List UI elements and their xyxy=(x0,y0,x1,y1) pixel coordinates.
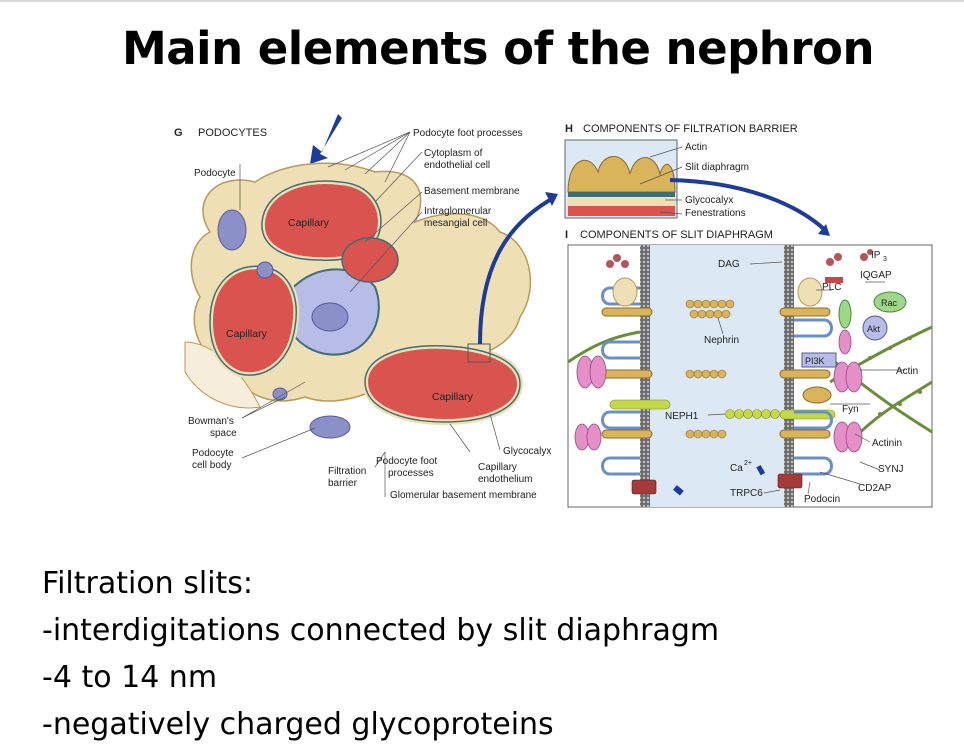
capillary-left xyxy=(206,263,300,379)
capillary-label-right: Capillary xyxy=(432,391,474,403)
label-capillary-endo-2: endothelium xyxy=(478,474,532,485)
nephrin-chains xyxy=(601,299,831,439)
label-h-fenestrations: Fenestrations xyxy=(685,208,746,219)
trpc6-channels xyxy=(631,473,803,495)
label-filtration-2: barrier xyxy=(328,478,358,489)
label-bowmans-2: space xyxy=(210,428,237,439)
label-dag: DAG xyxy=(718,259,740,270)
label-podocyte: Podocyte xyxy=(194,168,236,179)
label-podocin: Podocin xyxy=(804,494,840,505)
label-cd2ap: CD2AP xyxy=(858,483,892,494)
top-rule xyxy=(0,0,964,2)
label-gbm: Glomerular basement membrane xyxy=(390,490,537,501)
akt-protein xyxy=(862,315,888,341)
foot-processes-h xyxy=(567,156,676,193)
nephron-figure: G PODOCYTES Capillary Capillary Capillar… xyxy=(174,114,933,508)
body-line-1: Filtration slits: xyxy=(42,566,254,601)
label-cytoplasm-1: Cytoplasm of xyxy=(424,148,483,159)
podocyte-cell-body xyxy=(217,209,247,251)
plc-protein xyxy=(838,299,852,329)
pi3k-box xyxy=(801,352,837,368)
label-synj: SYNJ xyxy=(878,464,904,475)
label-actinin: Actinin xyxy=(872,438,902,449)
label-ip3-sub: 3 xyxy=(883,256,887,263)
label-mesangial-2: mesangial cell xyxy=(424,218,487,229)
zoom-arrow-1 xyxy=(478,195,556,345)
label-akt: Akt xyxy=(867,324,881,334)
label-podocyte-foot-processes: Podocyte foot processes xyxy=(413,128,523,139)
rac-protein xyxy=(873,291,907,313)
label-ip3: IP xyxy=(871,250,881,261)
label-iqgap: IQGAP xyxy=(860,270,892,281)
body-text: Filtration slits: -interdigitations conn… xyxy=(42,560,719,748)
panel-i-title: COMPONENTS OF SLIT DIAPHRAGM xyxy=(580,229,773,241)
body-line-2: -interdigitations connected by slit diap… xyxy=(42,613,720,648)
filtration-direction-arrow xyxy=(310,114,342,164)
body-line-4: -negatively charged glycoproteins xyxy=(42,707,554,742)
body-line-3: -4 to 14 nm xyxy=(42,660,218,695)
zoom-arrow-2 xyxy=(669,178,827,232)
label-i-actin: Actin xyxy=(896,366,918,377)
label-capillary-endo-1: Capillary xyxy=(478,462,517,473)
label-h-glycocalyx: Glycocalyx xyxy=(685,195,733,206)
label-mesangial-1: Intraglomerular xyxy=(424,206,492,217)
panel-g: G PODOCYTES Capillary Capillary Capillar… xyxy=(174,114,551,501)
panel-h-letter: H xyxy=(565,123,573,135)
label-cytoplasm-2: endothelial cell xyxy=(424,160,490,171)
label-basement-membrane: Basement membrane xyxy=(424,186,520,197)
capillary-label-left: Capillary xyxy=(226,328,268,340)
panel-i-letter: I xyxy=(565,229,568,241)
label-ca-sup: 2+ xyxy=(744,460,752,467)
label-plc: PLC xyxy=(822,282,841,293)
capillary-label-top: Capillary xyxy=(288,217,330,229)
label-podocyte-foot-2: processes xyxy=(388,468,434,479)
label-glycocalyx: Glycocalyx xyxy=(503,446,551,457)
label-neph1: NEPH1 xyxy=(665,411,699,422)
label-podocyte-cell-body-2: cell body xyxy=(192,460,231,471)
label-h-slit-diaphragm: Slit diaphragm xyxy=(685,162,749,173)
label-bowmans-1: Bowman's xyxy=(188,416,234,427)
label-nephrin: Nephrin xyxy=(704,335,739,346)
label-trpc6: TRPC6 xyxy=(730,488,763,499)
label-h-actin: Actin xyxy=(685,142,707,153)
capillary-right xyxy=(361,342,524,426)
label-podocyte-cell-body-1: Podocyte xyxy=(192,448,234,459)
bowmans-space xyxy=(184,341,261,409)
label-filtration-1: Filtration xyxy=(328,466,366,477)
panel-g-letter: G xyxy=(174,127,183,139)
panel-h: H COMPONENTS OF FILTRATION BARRIER Actin… xyxy=(564,123,798,219)
panel-g-title: PODOCYTES xyxy=(198,127,267,139)
label-fyn: Fyn xyxy=(842,404,859,415)
capillary-mid xyxy=(341,237,399,283)
slide-title: Main elements of the nephron xyxy=(122,22,875,75)
label-rac: Rac xyxy=(881,298,898,308)
label-podocyte-foot-1: Podocyte foot xyxy=(376,456,437,467)
panel-i: I COMPONENTS OF SLIT DIAPHRAGM xyxy=(565,229,933,508)
label-ca: Ca xyxy=(730,463,743,474)
panel-h-title: COMPONENTS OF FILTRATION BARRIER xyxy=(583,123,798,135)
label-pi3k: PI3K xyxy=(805,356,825,366)
